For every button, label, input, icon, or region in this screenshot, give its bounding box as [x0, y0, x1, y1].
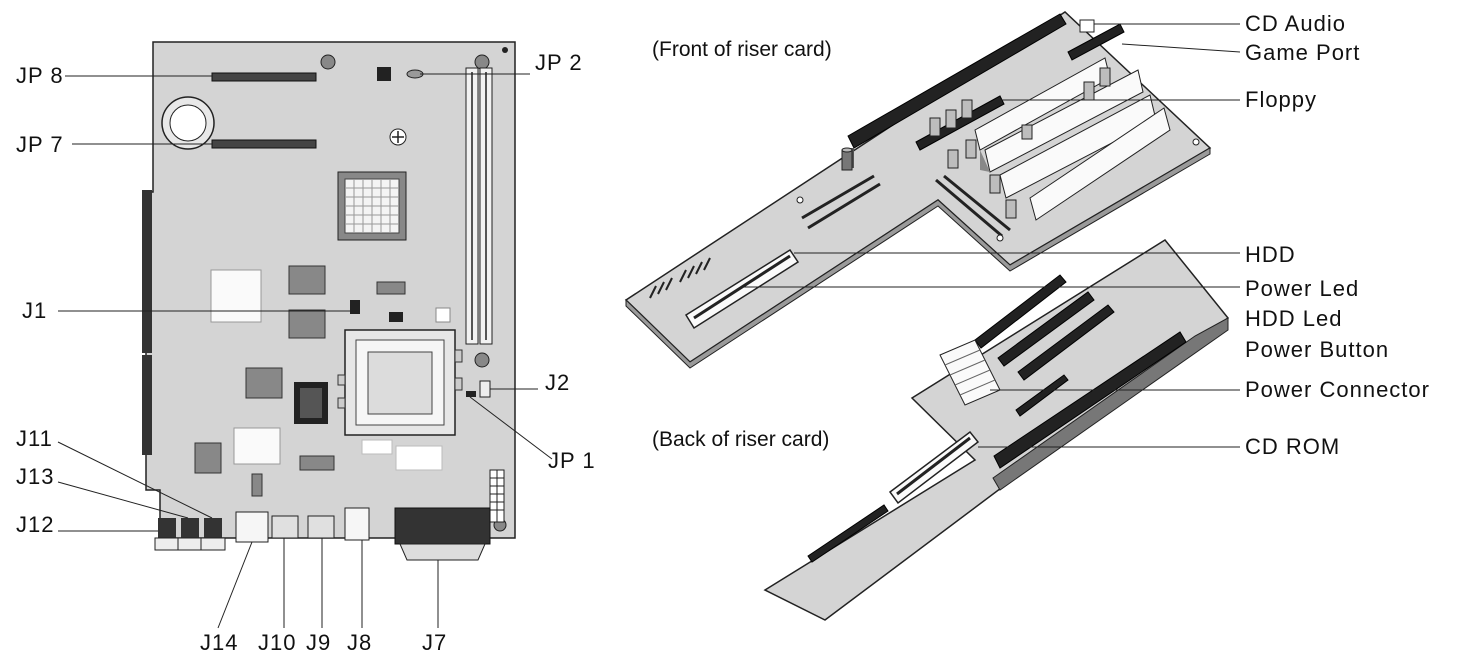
mount-hole — [474, 352, 490, 368]
battery-inner — [169, 104, 207, 142]
label-power-led: Power Led — [1245, 276, 1359, 301]
label-j10: J10 — [258, 630, 296, 655]
edge-connector-lower — [142, 355, 152, 455]
j14-connector — [235, 511, 269, 543]
label-cd-audio: CD Audio — [1245, 11, 1346, 36]
jp2-jumper — [377, 67, 391, 81]
label-hdd: HDD — [1245, 242, 1296, 267]
label-power-connector: Power Connector — [1245, 377, 1430, 402]
label-game-port: Game Port — [1245, 40, 1360, 65]
riser-front-slot-long — [847, 13, 1067, 149]
audio-jacks — [154, 518, 226, 551]
riser-back-board — [763, 239, 1230, 621]
chip-white-1 — [210, 269, 262, 323]
chip-gray-1 — [288, 265, 326, 295]
chip-white-3 — [233, 427, 281, 465]
edge-connector-middle — [142, 258, 152, 353]
riser-capacitors — [929, 67, 1111, 219]
chip-small-3 — [299, 455, 335, 471]
riser-back-slots — [807, 274, 1187, 563]
label-jp7: JP 7 — [16, 132, 64, 157]
chip-gray-2 — [288, 309, 326, 339]
j2-connector — [479, 380, 491, 398]
j7-shell — [399, 543, 486, 561]
jp8-slot — [211, 72, 317, 82]
jp7-slot — [211, 139, 317, 149]
label-j9: J9 — [306, 630, 331, 655]
label-j14: J14 — [200, 630, 238, 655]
chip-gray-4 — [194, 442, 222, 474]
jp1-jumper — [466, 391, 476, 397]
motherboard: JP 8 JP 7 JP 2 J1 J2 JP 1 J11 J13 J12 J1… — [16, 41, 596, 655]
label-hdd-led: HDD Led — [1245, 306, 1342, 331]
label-j8: J8 — [347, 630, 372, 655]
j8-connector — [344, 507, 370, 541]
chip-gray-3 — [245, 367, 283, 399]
j10-connector — [271, 515, 299, 539]
led-pin-headers — [649, 257, 711, 299]
label-j13: J13 — [16, 464, 54, 489]
caption-front-riser: (Front of riser card) — [652, 38, 832, 61]
label-power-button: Power Button — [1245, 337, 1389, 362]
riser-card: (Front of riser card) (Back of riser car… — [624, 11, 1430, 621]
caption-back-riser: (Back of riser card) — [652, 428, 829, 451]
j9-connector — [307, 515, 335, 539]
riser-pci-slots — [974, 57, 1171, 221]
mount-hole — [320, 54, 336, 70]
mount-hole — [474, 54, 490, 70]
label-cd-rom: CD ROM — [1245, 434, 1340, 459]
j7-connector — [394, 507, 491, 545]
chip-small-4 — [251, 473, 263, 497]
label-j2: J2 — [545, 370, 570, 395]
label-j1: J1 — [22, 298, 47, 323]
label-jp1: JP 1 — [548, 448, 596, 473]
power-connector — [939, 339, 1001, 406]
chip-white-2 — [435, 307, 451, 323]
label-j11: J11 — [16, 426, 53, 451]
chip-small-2 — [389, 312, 403, 322]
label-j12: J12 — [16, 512, 54, 537]
j1-connector — [350, 300, 360, 314]
label-floppy: Floppy — [1245, 87, 1317, 112]
label-j7: J7 — [422, 630, 447, 655]
chip-small-1 — [376, 281, 406, 295]
cd-audio-connector — [1079, 19, 1095, 33]
label-jp8: JP 8 — [16, 63, 64, 88]
game-port-connector — [1067, 23, 1125, 61]
label-jp2: JP 2 — [535, 50, 583, 75]
edge-connector-upper — [142, 190, 152, 260]
